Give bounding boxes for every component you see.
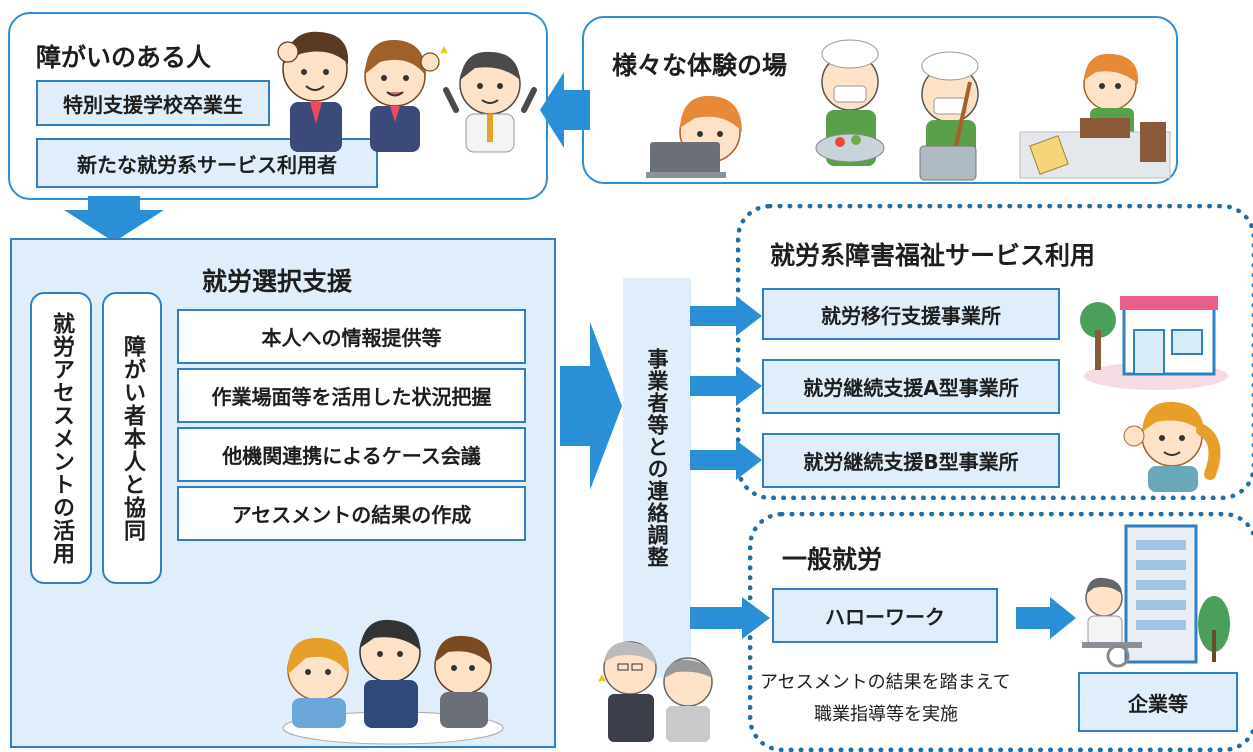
company-box: 企業等 xyxy=(1078,672,1238,732)
guidance-note-line1: アセスメントの結果を踏まえて xyxy=(760,672,1011,693)
assessment-use-pill: 就労アセスメントの活用 xyxy=(30,292,92,584)
welfare-item-1: 就労移行支援事業所 xyxy=(762,288,1060,340)
meeting-illustration xyxy=(282,619,504,745)
experience-illustration xyxy=(646,39,1171,181)
office-building-illustration xyxy=(1082,524,1230,668)
arrow-to-welfare-2 xyxy=(690,366,762,406)
experience-box-title: 様々な体験の場 xyxy=(612,51,788,80)
arrow-people-to-selection xyxy=(64,196,164,242)
assessment-use-label: 就労アセスメントの活用 xyxy=(49,311,74,565)
graduates-label: 特別支援学校卒業生 xyxy=(36,80,270,126)
arrow-to-welfare-1 xyxy=(690,296,762,336)
general-employment-title: 一般就労 xyxy=(782,545,883,574)
arrow-to-hellowork xyxy=(690,597,770,639)
selection-item-3: 他機関連携によるケース会議 xyxy=(177,427,526,482)
collaboration-label: 障がい者本人と協同 xyxy=(120,334,145,542)
welfare-services-box xyxy=(736,204,1253,500)
selection-item-4: アセスメントの結果の作成 xyxy=(177,486,526,541)
selection-item-1: 本人への情報提供等 xyxy=(177,309,526,364)
collaboration-pill: 障がい者本人と協同 xyxy=(102,292,162,584)
selection-item-2: 作業場面等を活用した状況把握 xyxy=(177,368,526,423)
welfare-services-title: 就労系障害福祉サービス利用 xyxy=(770,241,1096,270)
coordination-column: 事業者等との連絡調整 xyxy=(623,278,691,678)
arrow-hellowork-to-company xyxy=(1016,597,1076,639)
arrow-to-welfare-3 xyxy=(690,440,762,480)
selection-support-title: 就労選択支援 xyxy=(202,267,353,296)
elderly-men-illustration xyxy=(598,641,713,742)
facility-building-illustration xyxy=(1080,296,1228,390)
guidance-note-line2: 職業指導等を実施 xyxy=(814,704,958,725)
arrow-selection-to-coordination xyxy=(560,322,622,490)
worker-woman-illustration xyxy=(1123,401,1221,492)
students-illustration xyxy=(277,31,537,153)
arrow-experience-to-people xyxy=(540,72,590,148)
welfare-item-2: 就労継続支援A型事業所 xyxy=(762,359,1060,414)
hellowork-box: ハローワーク xyxy=(772,588,998,643)
coordination-label: 事業者等との連絡調整 xyxy=(645,348,669,568)
people-box-title: 障がいのある人 xyxy=(36,43,212,72)
welfare-item-3: 就労継続支援B型事業所 xyxy=(762,433,1060,488)
